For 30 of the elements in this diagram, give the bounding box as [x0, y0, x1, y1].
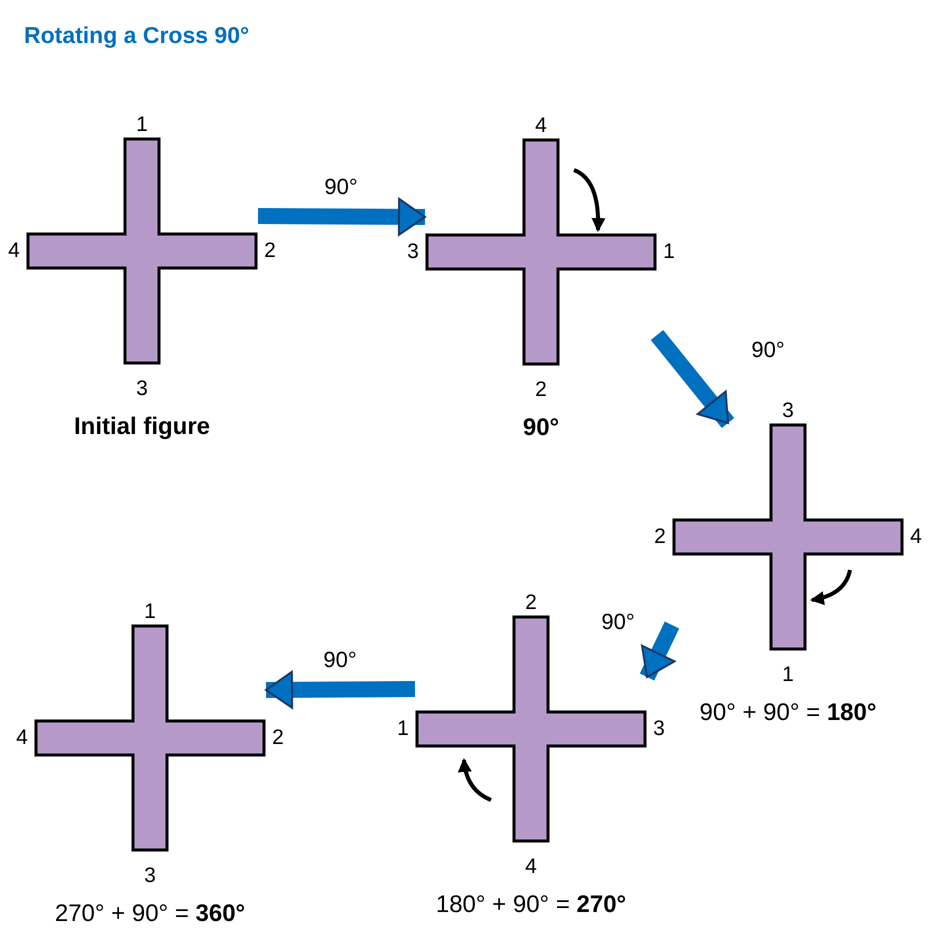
node-label: 180° + 90° = 270°: [436, 891, 626, 919]
node-label: 90° + 90° = 180°: [700, 699, 876, 727]
end-number: 2: [525, 591, 537, 615]
end-number: 1: [397, 717, 409, 741]
title: Rotating a Cross 90°: [24, 22, 250, 49]
end-number: 2: [654, 525, 666, 549]
node-label: Initial figure: [74, 413, 210, 441]
end-number: 1: [663, 240, 675, 264]
end-number: 4: [16, 726, 28, 750]
end-number: 3: [144, 864, 156, 888]
end-number: 2: [272, 726, 284, 750]
node-label: 90°: [522, 414, 560, 442]
end-number: 4: [910, 525, 922, 549]
node-label: 270° + 90° = 360°: [54, 900, 246, 928]
end-number: 2: [535, 378, 547, 402]
end-number: 1: [782, 663, 794, 687]
end-number: 4: [525, 855, 537, 879]
block-arrow: [265, 670, 416, 709]
end-number: 1: [144, 600, 156, 624]
end-number: 3: [136, 377, 148, 401]
block-arrow: [640, 622, 680, 680]
block-arrow: [258, 198, 426, 236]
end-number: 1: [136, 113, 148, 137]
end-number: 3: [653, 717, 665, 741]
block-arrow: [650, 330, 734, 428]
end-number: 3: [407, 240, 419, 264]
end-number: 2: [264, 239, 276, 263]
end-number: 3: [782, 399, 794, 423]
end-number: 4: [8, 239, 20, 263]
end-number: 4: [535, 114, 547, 138]
